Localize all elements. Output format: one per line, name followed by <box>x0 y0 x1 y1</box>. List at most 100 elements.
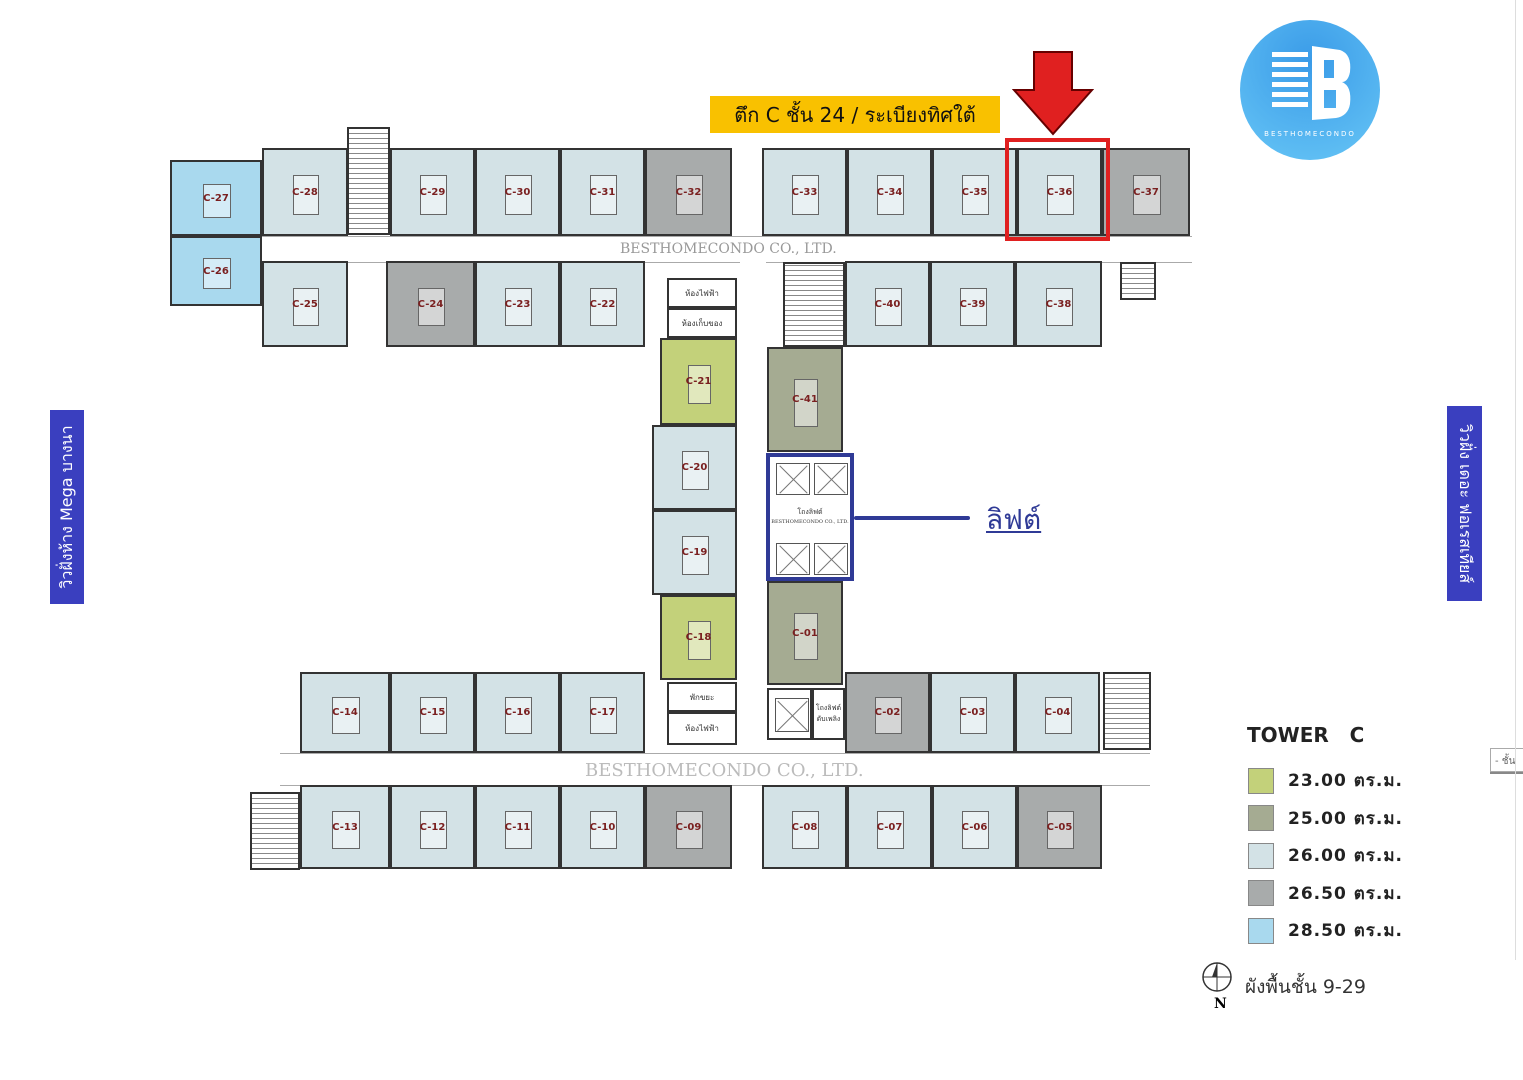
unit-c-16[interactable]: C-16 <box>475 672 560 753</box>
unit-c-23[interactable]: C-23 <box>475 261 560 347</box>
fire-lift-lobby: โถงลิฟต์ดับเพลิง <box>812 688 845 740</box>
watermark-north: BESTHOMECONDO CO., LTD. <box>620 241 837 257</box>
unit-label: C-04 <box>1044 707 1071 718</box>
lift-lobby-label: โถงลิฟต์ <box>797 508 823 516</box>
unit-c-18[interactable]: C-18 <box>660 595 737 680</box>
storage-room: ห้องเก็บของ <box>667 308 737 338</box>
unit-c-17[interactable]: C-17 <box>560 672 645 753</box>
unit-c-41[interactable]: C-41 <box>767 347 843 452</box>
unit-c-29[interactable]: C-29 <box>390 148 475 236</box>
unit-c-26[interactable]: C-26 <box>170 236 262 306</box>
legend-swatch <box>1248 805 1274 831</box>
electric-room: ห้องไฟฟ้า <box>667 278 737 308</box>
unit-label: C-22 <box>589 298 616 310</box>
unit-c-03[interactable]: C-03 <box>930 672 1015 753</box>
unit-label: C-31 <box>589 186 616 198</box>
unit-c-25[interactable]: C-25 <box>262 261 348 347</box>
unit-label: C-10 <box>589 821 616 833</box>
unit-c-14[interactable]: C-14 <box>300 672 390 753</box>
unit-c-07[interactable]: C-07 <box>847 785 932 869</box>
logo: BESTHOMECONDO <box>1240 20 1380 160</box>
unit-c-01[interactable]: C-01 <box>767 581 843 685</box>
unit-label: C-07 <box>876 821 903 833</box>
unit-c-34[interactable]: C-34 <box>847 148 932 236</box>
stair-sw <box>250 792 300 870</box>
unit-c-10[interactable]: C-10 <box>560 785 645 869</box>
unit-c-19[interactable]: C-19 <box>652 510 737 595</box>
unit-c-38[interactable]: C-38 <box>1015 261 1102 347</box>
unit-c-08[interactable]: C-08 <box>762 785 847 869</box>
legend-swatch <box>1248 767 1274 794</box>
unit-label: C-25 <box>292 298 318 310</box>
unit-label: C-30 <box>504 186 531 198</box>
legend-title: TOWER C <box>1247 723 1365 747</box>
unit-c-32[interactable]: C-32 <box>645 148 732 236</box>
unit-label: C-38 <box>1045 298 1072 310</box>
unit-c-28[interactable]: C-28 <box>262 148 348 236</box>
unit-c-13[interactable]: C-13 <box>300 785 390 869</box>
unit-c-22[interactable]: C-22 <box>560 261 645 347</box>
unit-label: C-11 <box>504 821 531 833</box>
arrow-down-icon <box>1012 51 1094 136</box>
unit-c-11[interactable]: C-11 <box>475 785 560 869</box>
unit-label: C-02 <box>874 707 901 718</box>
legend-item: 25.00 ตร.ม. <box>1248 805 1403 832</box>
unit-c-36[interactable]: C-36 <box>1017 148 1102 236</box>
floor-tab[interactable]: - ชั้น <box>1490 748 1523 772</box>
legend-label: 26.00 ตร.ม. <box>1288 846 1403 866</box>
corridor-central <box>740 262 766 752</box>
unit-c-06[interactable]: C-06 <box>932 785 1017 869</box>
unit-label: C-05 <box>1046 821 1073 833</box>
unit-label: C-32 <box>675 186 702 198</box>
unit-c-40[interactable]: C-40 <box>845 261 930 347</box>
unit-c-39[interactable]: C-39 <box>930 261 1015 347</box>
unit-label: C-23 <box>504 298 531 310</box>
unit-c-12[interactable]: C-12 <box>390 785 475 869</box>
unit-label: C-13 <box>332 821 358 833</box>
highlight-box <box>1005 138 1110 241</box>
lift-callout-label: ลิฟต์ <box>986 503 1042 536</box>
unit-label: C-36 <box>1046 186 1073 198</box>
unit-label: C-20 <box>681 462 708 473</box>
lift-core: โถงลิฟต์ BESTHOMECONDO CO., LTD. <box>766 453 854 581</box>
page-edge <box>1515 0 1516 960</box>
unit-label: C-19 <box>681 547 708 558</box>
floor-range-label: ผังพื้นชั้น 9-29 <box>1245 976 1366 998</box>
unit-label: C-16 <box>504 707 531 718</box>
unit-label: C-17 <box>589 707 616 718</box>
unit-label: C-28 <box>292 186 318 198</box>
unit-c-24[interactable]: C-24 <box>386 261 475 347</box>
unit-c-20[interactable]: C-20 <box>652 425 737 510</box>
unit-label: C-08 <box>791 821 818 833</box>
legend-item: 23.00 ตร.ม. <box>1248 767 1403 794</box>
watermark-south: BESTHOMECONDO CO., LTD. <box>585 760 864 781</box>
unit-c-27[interactable]: C-27 <box>170 160 262 236</box>
stair-nw <box>347 127 390 235</box>
unit-c-04[interactable]: C-04 <box>1015 672 1100 753</box>
unit-c-21[interactable]: C-21 <box>660 338 737 425</box>
unit-label: C-09 <box>675 821 702 833</box>
logo-text: BESTHOMECONDO <box>1264 130 1356 138</box>
unit-label: C-01 <box>792 627 818 639</box>
unit-c-15[interactable]: C-15 <box>390 672 475 753</box>
north-label: N <box>1214 996 1227 1012</box>
unit-c-31[interactable]: C-31 <box>560 148 645 236</box>
lift-car <box>776 463 810 495</box>
corridor-south <box>280 753 1150 786</box>
legend-label: 28.50 ตร.ม. <box>1288 921 1403 941</box>
unit-label: C-35 <box>961 186 988 198</box>
unit-c-09[interactable]: C-09 <box>645 785 732 869</box>
unit-label: C-40 <box>874 298 901 310</box>
unit-label: C-03 <box>959 707 986 718</box>
unit-c-35[interactable]: C-35 <box>932 148 1017 236</box>
unit-label: C-29 <box>419 186 446 198</box>
unit-c-33[interactable]: C-33 <box>762 148 847 236</box>
unit-c-30[interactable]: C-30 <box>475 148 560 236</box>
building-logo-icon <box>1272 46 1351 120</box>
unit-label: C-26 <box>203 265 229 277</box>
unit-c-37[interactable]: C-37 <box>1102 148 1190 236</box>
stair-ne <box>783 262 845 347</box>
unit-c-02[interactable]: C-02 <box>845 672 930 753</box>
fire-lift <box>767 688 812 740</box>
unit-c-05[interactable]: C-05 <box>1017 785 1102 869</box>
